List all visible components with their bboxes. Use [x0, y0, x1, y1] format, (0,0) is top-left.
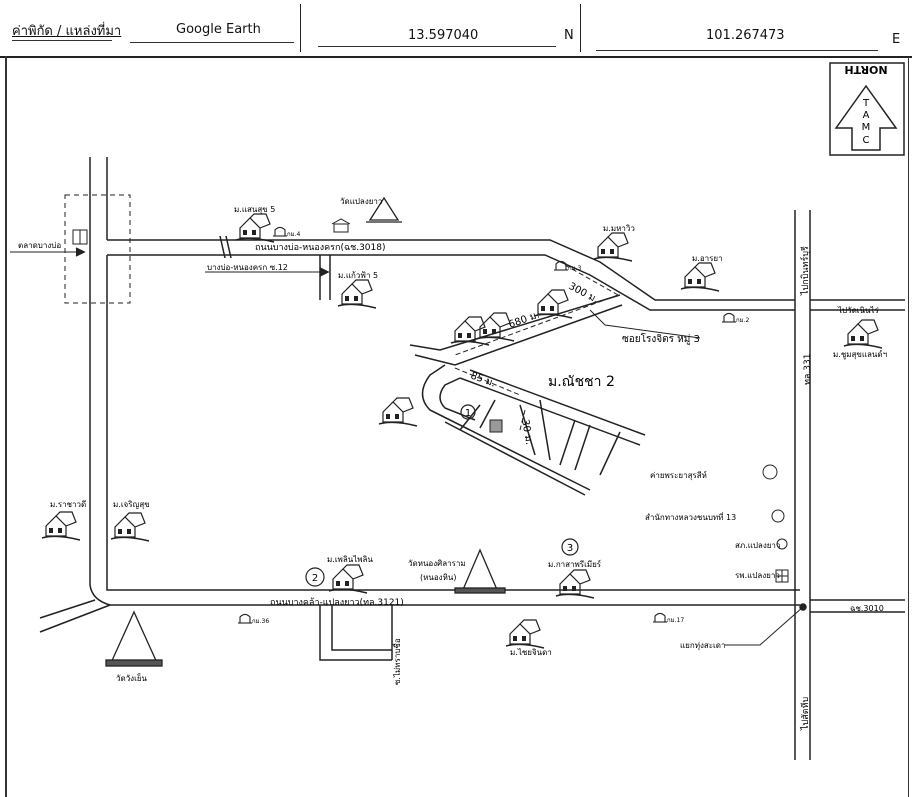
village-sukkasem: ม.ชูมสุขแลนด์ฯ [833, 349, 887, 360]
map-frame-right [907, 56, 909, 797]
km-4: กม.4 [287, 231, 300, 238]
intersection-label: แยกทุ่งสะเดา [680, 641, 725, 650]
subject-label: ม.ณัชชา 2 [548, 374, 615, 390]
distance-680: 680 ม. [507, 310, 541, 331]
village-kasaypaet: ม.กาสาพรีเมียร์ [548, 559, 602, 569]
road-soi-rongchit: ซอยโรงจิตร หมู่ 3 [622, 332, 700, 345]
road-to-kabin: ไปกบินทร์บุรี [799, 246, 811, 296]
wat-nong-sila-sub: (หนองหิน) [420, 573, 456, 582]
distance-300: 300 ม. [567, 281, 600, 306]
circle-1: 1 [465, 408, 471, 419]
road-bangpo-nongkrok: ถนนบางบ่อ-หนองครก(ฉช.3018) [255, 243, 386, 253]
village-kaewfa: ม.แก้วฟ้า 5 [338, 271, 378, 280]
road-network [10, 157, 905, 760]
latitude-underline [318, 46, 556, 47]
market-icon [72, 229, 88, 245]
hospital-label: รพ.แปลงยาว [735, 571, 780, 580]
village-charoensuk: ม.เจริญสุข [113, 500, 150, 509]
longitude-underline [596, 50, 878, 51]
wat-plong-yao: วัดแปลงยาว [340, 197, 382, 206]
landmark-icons [762, 464, 789, 583]
numbered-circles [305, 404, 579, 587]
km-36: กม.36 [252, 618, 269, 625]
source-label: ค่าพิกัด / แหล่งที่มา [12, 24, 122, 39]
circle-2: 2 [312, 573, 318, 584]
distance-30: 30 ม. [519, 419, 534, 446]
village-rachawadee: ม.ราชาวดี [50, 500, 86, 509]
subject-plot [489, 419, 503, 433]
latitude-value: 13.597040 [408, 28, 479, 43]
location-map: NORTH T A M C [10, 62, 905, 760]
north-letter-a: A [863, 110, 870, 121]
temple-icon [105, 196, 506, 667]
km-17: กม.17 [667, 617, 684, 624]
coordinates-header: ค่าพิกัด / แหล่งที่มา Google Earth 13.59… [0, 0, 912, 58]
village-chaiyachinda: ม.ไชยจินดา [510, 648, 552, 657]
lon-cell [580, 4, 911, 52]
longitude-suffix: E [892, 32, 901, 47]
km-3: กม.3 [568, 265, 581, 272]
km-posts [237, 226, 737, 624]
road-ch3010: ฉช.3010 [850, 604, 884, 613]
lat-cell [300, 4, 581, 52]
north-letter-c: C [863, 135, 870, 146]
village-arya: ม.อารยา [692, 254, 723, 263]
north-arrow: NORTH T A M C [829, 62, 905, 156]
road-to-sattahip: ไปสัตหีบ [800, 696, 811, 731]
source-label-underline [12, 40, 112, 41]
source-value: Google Earth [176, 22, 261, 37]
road-tl331: ทล.331 [803, 354, 813, 386]
village-thongthin: ม.เพลินไพลิน [327, 555, 373, 564]
rail-crossing [219, 235, 232, 259]
km-2: กม.2 [736, 317, 749, 324]
road-vertical-label: ซ.ไม่ทราบชื่อ [391, 638, 402, 685]
station-label: สภ.แปลงยาว [735, 541, 780, 550]
village-saensuk: ม.แสนสุข 5 [234, 205, 275, 214]
map-frame-left [5, 56, 7, 797]
north-label: NORTH [844, 63, 887, 76]
camp-label: ค่ายพระยาสุรสีห์ [650, 470, 707, 480]
north-letter-m: M [862, 122, 871, 133]
market-label: ตลาดบางบ่อ [18, 241, 61, 250]
building-icon [331, 218, 351, 233]
distance-lines [454, 264, 619, 431]
wat-wang-yen: วัดวังเย็น [116, 673, 148, 683]
latitude-suffix: N [564, 28, 574, 43]
longitude-value: 101.267473 [706, 28, 785, 43]
circle-3: 3 [567, 543, 573, 554]
road-to-watyenyai: ไปวัดเนินไร่ [837, 306, 879, 315]
north-letter-t: T [862, 98, 870, 109]
village-mahaview: ม.มหาวิว [603, 224, 635, 233]
road-bangkla-plaengyao: ถนนบางคล้า-แปลงยาว(ทล.3121) [270, 597, 404, 608]
police-label: สำนักทางหลวงชนบทที่ 13 [645, 511, 736, 522]
road-soi-12: บางบ่อ-หนองครก ซ.12 [207, 263, 288, 272]
source-value-underline [130, 42, 294, 43]
wat-nong-sila: วัดหนองศิลาราม [408, 559, 466, 568]
